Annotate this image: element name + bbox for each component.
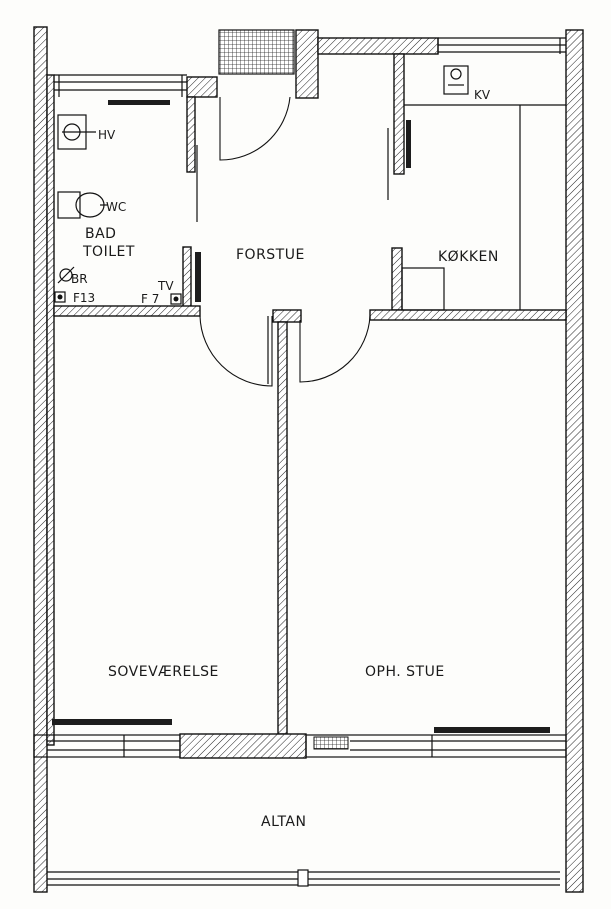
right-exterior-wall <box>565 29 584 893</box>
top-left-window <box>54 74 187 97</box>
top-wall-pier <box>295 29 319 99</box>
kitchen-wall-upper <box>393 53 405 175</box>
room-label-forstue: FORSTUE <box>236 247 305 263</box>
hall-radiator-left <box>195 252 201 302</box>
kitchen-wall-lower <box>391 247 403 311</box>
bedroom-door-swing <box>199 315 273 387</box>
sink-icon <box>57 114 96 150</box>
fixture-label-f13: F13 <box>73 291 95 305</box>
bath-wall-upper <box>186 96 196 173</box>
toilet-icon <box>57 191 108 219</box>
outer-walls <box>33 26 584 893</box>
bath-wall-lower <box>182 246 192 310</box>
ventilation-grille <box>218 29 295 75</box>
drain-f13-dot <box>57 294 63 300</box>
fixture-label-kv: KV <box>474 88 491 102</box>
top-right-window <box>437 37 566 54</box>
top-wall-kitchen <box>317 37 439 55</box>
left-inner-wall <box>46 74 55 746</box>
bath-bottom-wall <box>53 305 201 317</box>
shower-icon <box>57 266 75 284</box>
bath-door-swing <box>219 96 291 161</box>
kitchen-bottom-wall <box>369 309 567 321</box>
room-label-kokken: KØKKEN <box>438 249 499 265</box>
living-radiator <box>434 727 550 733</box>
balcony-railing <box>47 869 560 887</box>
tap-icon <box>443 65 469 95</box>
fixture-label-wc: WC <box>106 200 126 214</box>
partition-wall <box>277 321 288 735</box>
room-label-toilet: TOILET <box>82 244 135 260</box>
kitchen-radiator <box>406 120 411 168</box>
fixture-label-f7: F 7 <box>141 292 159 306</box>
bath-radiator <box>108 100 170 105</box>
balcony-center-pier <box>179 733 307 759</box>
drain-f7-icon <box>170 293 182 305</box>
balcony-wall <box>33 733 567 759</box>
balcony-vent <box>313 736 349 750</box>
drain-f7-dot <box>173 296 179 302</box>
partition-cap <box>272 309 302 323</box>
fixture-label-tv: TV <box>157 279 174 293</box>
living-door-swing <box>299 315 371 383</box>
bedroom-radiator <box>52 719 172 725</box>
room-label-sovevaerelse: SOVEVÆRELSE <box>108 664 219 680</box>
kitchen-cabinet <box>401 267 445 311</box>
top-wall-bath-corner <box>186 76 218 98</box>
room-label-oph-stue: OPH. STUE <box>365 664 445 680</box>
bathroom-walls <box>53 96 201 317</box>
fixture-label-hv: HV <box>98 128 116 142</box>
left-exterior-wall <box>33 26 48 893</box>
fixture-label-br: BR <box>71 272 88 286</box>
room-label-altan: ALTAN <box>261 814 306 830</box>
room-label-bad: BAD <box>85 226 116 242</box>
drain-f13-icon <box>54 291 66 303</box>
